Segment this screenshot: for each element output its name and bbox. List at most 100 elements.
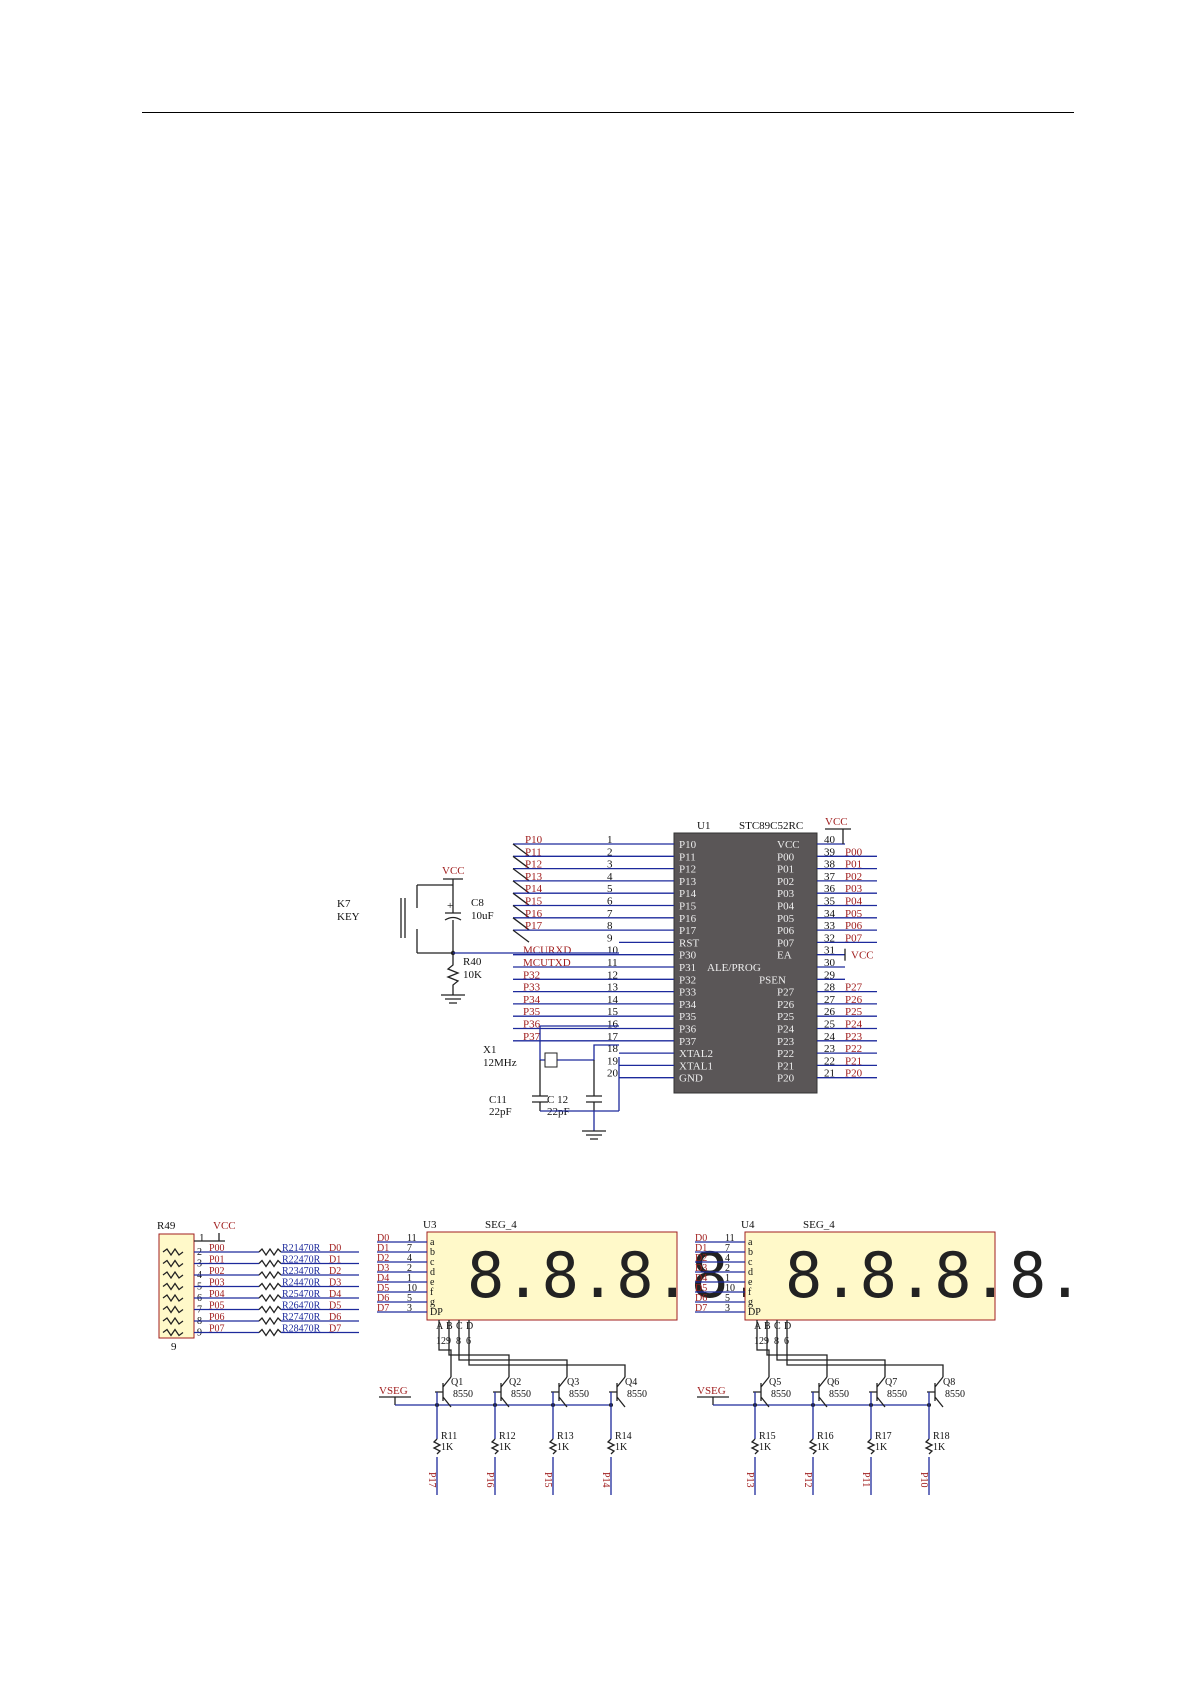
base-net-label: P13 <box>744 1472 755 1488</box>
mcu-left-pin-num: 14 <box>607 994 619 1006</box>
reset-vcc-label: VCC <box>442 865 465 877</box>
mcu-right-net-label: P04 <box>845 896 863 908</box>
segment-name: b <box>748 1247 753 1258</box>
mcu-left-net-label: P12 <box>525 859 542 871</box>
mcu-left-pin-num: 7 <box>607 908 613 920</box>
base-resistor-value: 1K <box>817 1442 830 1453</box>
gnd-wires <box>540 1057 620 1131</box>
segment-name: d <box>748 1267 753 1278</box>
mcu-right-pin-name: P05 <box>777 913 795 925</box>
base-resistor-value: 1K <box>557 1442 570 1453</box>
resnet-port-label: P04 <box>209 1289 225 1300</box>
mcu-left-pin-name: P30 <box>679 950 697 962</box>
series-resistor <box>258 1259 282 1268</box>
digit-common-wire <box>448 1320 510 1377</box>
mcu-right-pin-num: 27 <box>824 994 836 1006</box>
resnet-port-label: P01 <box>209 1255 225 1266</box>
series-resistor-label: R22470R <box>282 1255 321 1266</box>
display-part: SEG_4 <box>803 1219 835 1231</box>
seven-seg-body <box>426 1231 678 1321</box>
digit-pin-num: 12 <box>436 1336 446 1347</box>
resnet-port-label: P02 <box>209 1266 225 1277</box>
mcu-right-pin-name: P25 <box>777 1011 795 1023</box>
segment-pin-num: 4 <box>725 1253 730 1264</box>
base-resistor <box>432 1438 442 1455</box>
r49-bottom-pin: 9 <box>171 1341 177 1353</box>
resnet-element <box>162 1293 184 1303</box>
mcu-left-pin-num: 1 <box>607 834 613 846</box>
series-resistor <box>258 1247 282 1257</box>
series-resistor-label: R27470R <box>282 1312 321 1323</box>
transistor-ref: Q3 <box>567 1377 579 1388</box>
mcu-left-pin-name: P34 <box>679 999 697 1011</box>
base-resistor-ref: R15 <box>759 1431 776 1442</box>
mcu-right-net-label: P20 <box>845 1068 863 1080</box>
mcu-right-pin-num: 21 <box>824 1068 835 1080</box>
resnet-port-label: P07 <box>209 1324 225 1335</box>
base-resistor-ref: R13 <box>557 1431 574 1442</box>
digit-pin-label: A <box>436 1321 444 1332</box>
pnp-transistor <box>493 1376 510 1408</box>
base-resistor-value: 1K <box>441 1442 454 1453</box>
segment-pin-num: 7 <box>407 1243 412 1254</box>
bus-entry <box>512 892 530 906</box>
resnet-element <box>162 1316 184 1326</box>
mcu-right-pin-num: 25 <box>824 1019 836 1031</box>
resnet-net-label: D5 <box>329 1301 341 1312</box>
pnp-transistor <box>753 1376 770 1408</box>
mcu-right-pin-name: PSEN <box>759 974 786 986</box>
digit-common-wire <box>438 1320 452 1377</box>
mcu-left-net-label: P16 <box>525 908 543 920</box>
r40-value: 10K <box>463 969 482 981</box>
mcu-left-net-label: MCUTXD <box>523 957 571 969</box>
mcu-left-pin-num: 5 <box>607 883 613 895</box>
mcu-left-net-label: P11 <box>525 846 542 858</box>
mcu-right-pin-num: 36 <box>824 883 836 895</box>
mcu-left-pin-name: P17 <box>679 925 697 937</box>
segment-net-label: D5 <box>695 1283 707 1294</box>
base-net-label: P12 <box>802 1472 813 1488</box>
resnet-element <box>162 1247 184 1257</box>
display-ref: U3 <box>423 1219 437 1231</box>
segment-pin-num: 11 <box>725 1233 735 1244</box>
pnp-transistor <box>927 1376 944 1408</box>
key-wires <box>417 884 453 954</box>
transistor-value: 8550 <box>511 1389 531 1400</box>
k7-key-switch <box>400 898 406 938</box>
segment-pin-num: 5 <box>725 1293 730 1304</box>
pnp-transistor <box>551 1376 568 1408</box>
digit-pin-label: A <box>754 1321 762 1332</box>
mcu-right-pin-num: 26 <box>824 1006 836 1018</box>
mcu-vcc-label: VCC <box>825 816 848 828</box>
mcu-right-pin-name: P00 <box>777 851 795 863</box>
segment-net-label: D6 <box>377 1293 389 1304</box>
mcu-right-pin-name: P03 <box>777 888 795 900</box>
resnet-element <box>162 1305 184 1314</box>
series-resistor-label: R25470R <box>282 1289 321 1300</box>
mcu-right-pin-name: P23 <box>777 1036 795 1048</box>
bus-entry <box>512 880 530 894</box>
mcu-left-pin-num: 16 <box>607 1019 619 1031</box>
bus-entry <box>512 855 530 869</box>
segment-net-label: D5 <box>377 1283 389 1294</box>
series-resistor-label: R21470R <box>282 1243 321 1254</box>
mcu-right-pin-name: EA <box>777 950 792 962</box>
mcu-left-pin-name: P12 <box>679 864 696 876</box>
r49-vcc-label: VCC <box>213 1220 236 1232</box>
resnet-port-label: P05 <box>209 1301 225 1312</box>
mcu-left-pin-name: P32 <box>679 974 696 986</box>
series-resistor-label: R24470R <box>282 1278 321 1289</box>
mcu-right-pin-num: 23 <box>824 1043 836 1055</box>
mcu-left-pin-num: 2 <box>607 846 613 858</box>
mcu-left-pin-num: 13 <box>607 982 619 994</box>
segment-name: d <box>430 1267 435 1278</box>
c12-value: 22pF <box>547 1106 570 1118</box>
transistor-ref: Q5 <box>769 1377 781 1388</box>
mcu-left-pin-name: P35 <box>679 1011 697 1023</box>
transistor-ref: Q7 <box>885 1377 897 1388</box>
mcu-right-pin-num: 35 <box>824 896 836 908</box>
display-ref: U4 <box>741 1219 755 1231</box>
resnet-net-label: D4 <box>329 1289 341 1300</box>
base-resistor <box>808 1438 818 1455</box>
